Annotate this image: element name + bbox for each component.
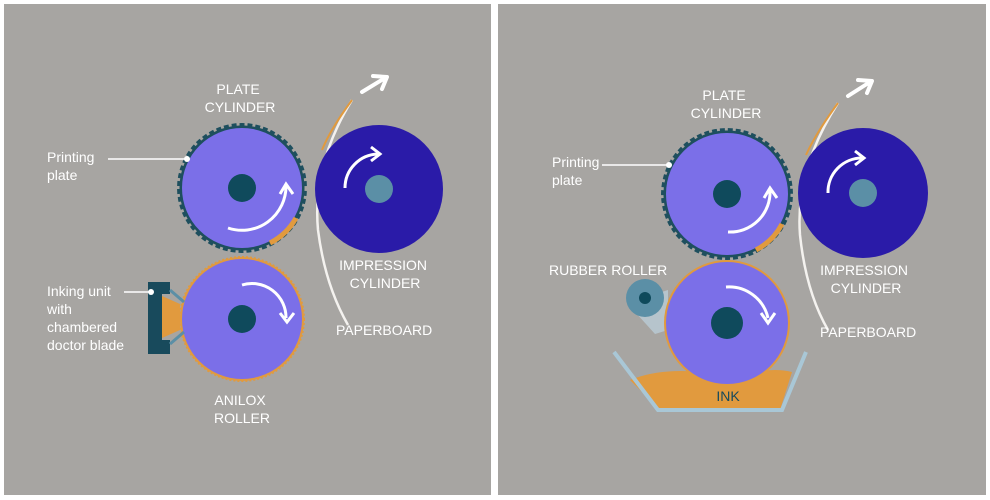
left-printing-plate-leader-dot-icon (184, 156, 190, 162)
right-diagram: PLATE CYLINDER Printing plate RUBBER ROL… (549, 78, 928, 412)
left-diagram: PLATE CYLINDER Printing plate Inking uni… (46, 74, 443, 426)
right-impression-hub-icon (849, 179, 877, 207)
left-printing-plate-label: Printing plate (47, 149, 98, 183)
right-plate-ink-icon (754, 222, 785, 253)
right-impression-arrowhead-icon (854, 149, 867, 167)
right-ink-roller-rotation-arrow-icon (725, 285, 770, 319)
left-impression-arrowhead-icon (370, 145, 383, 163)
right-plate-arrowhead-icon (762, 185, 779, 199)
right-plate-rotation-arrow-icon (727, 189, 772, 234)
left-inking-unit-icon (148, 282, 170, 354)
right-ink-tray-icon (612, 350, 808, 412)
left-exit-arrow-icon (360, 74, 389, 94)
left-anilox-hub-icon (228, 305, 256, 333)
right-plate-serration-icon (660, 127, 794, 261)
right-paperboard-icon (798, 102, 840, 331)
right-ink-roller-arrowhead-icon (759, 312, 777, 326)
right-ink-roller-hub-icon (711, 307, 743, 339)
right-rubber-roller-label: RUBBER ROLLER (549, 262, 667, 278)
left-plate-serration-icon (176, 122, 308, 254)
left-anilox-rotation-arrow-icon (241, 282, 288, 319)
right-printing-plate-label: Printing plate (552, 154, 603, 188)
left-paperboard-icon (316, 99, 354, 326)
left-doctor-blade-ink-icon (162, 296, 180, 338)
right-printing-plate-leader-dot-icon (666, 162, 672, 168)
left-impression-hub-icon (365, 175, 393, 203)
right-impression-cylinder-label: IMPRESSION CYLINDER (820, 262, 912, 296)
left-anilox-roller-label: ANILOX ROLLER (214, 392, 270, 426)
left-plate-ink-icon (268, 216, 299, 246)
left-paperboard-label: PAPERBOARD (336, 322, 432, 338)
right-plate-hub-icon (713, 180, 741, 208)
left-plate-cylinder-label: PLATE CYLINDER (205, 81, 276, 115)
left-plate-hub-icon (228, 174, 256, 202)
left-anilox-arrowhead-icon (278, 312, 296, 325)
left-doctor-blade-icon (169, 288, 185, 346)
left-plate-arrowhead-icon (278, 181, 295, 195)
right-exit-arrow-icon (846, 78, 874, 98)
left-paperboard-ink-icon (321, 99, 353, 151)
left-inking-unit-label: Inking unit with chambered doctor blade (46, 283, 124, 353)
right-rubber-roller-hub-icon (639, 292, 651, 304)
right-ink-label: INK (716, 388, 740, 404)
right-plate-cylinder-label: PLATE CYLINDER (691, 87, 762, 121)
left-impression-cylinder-label: IMPRESSION CYLINDER (339, 257, 431, 291)
left-impression-rotation-arrow-icon (343, 152, 379, 189)
right-paperboard-label: PAPERBOARD (820, 324, 916, 340)
right-paperboard-ink-icon (805, 102, 839, 156)
left-plate-rotation-arrow-icon (227, 185, 288, 232)
right-impression-rotation-arrow-icon (826, 156, 863, 194)
left-inking-unit-leader-dot-icon (148, 289, 154, 295)
